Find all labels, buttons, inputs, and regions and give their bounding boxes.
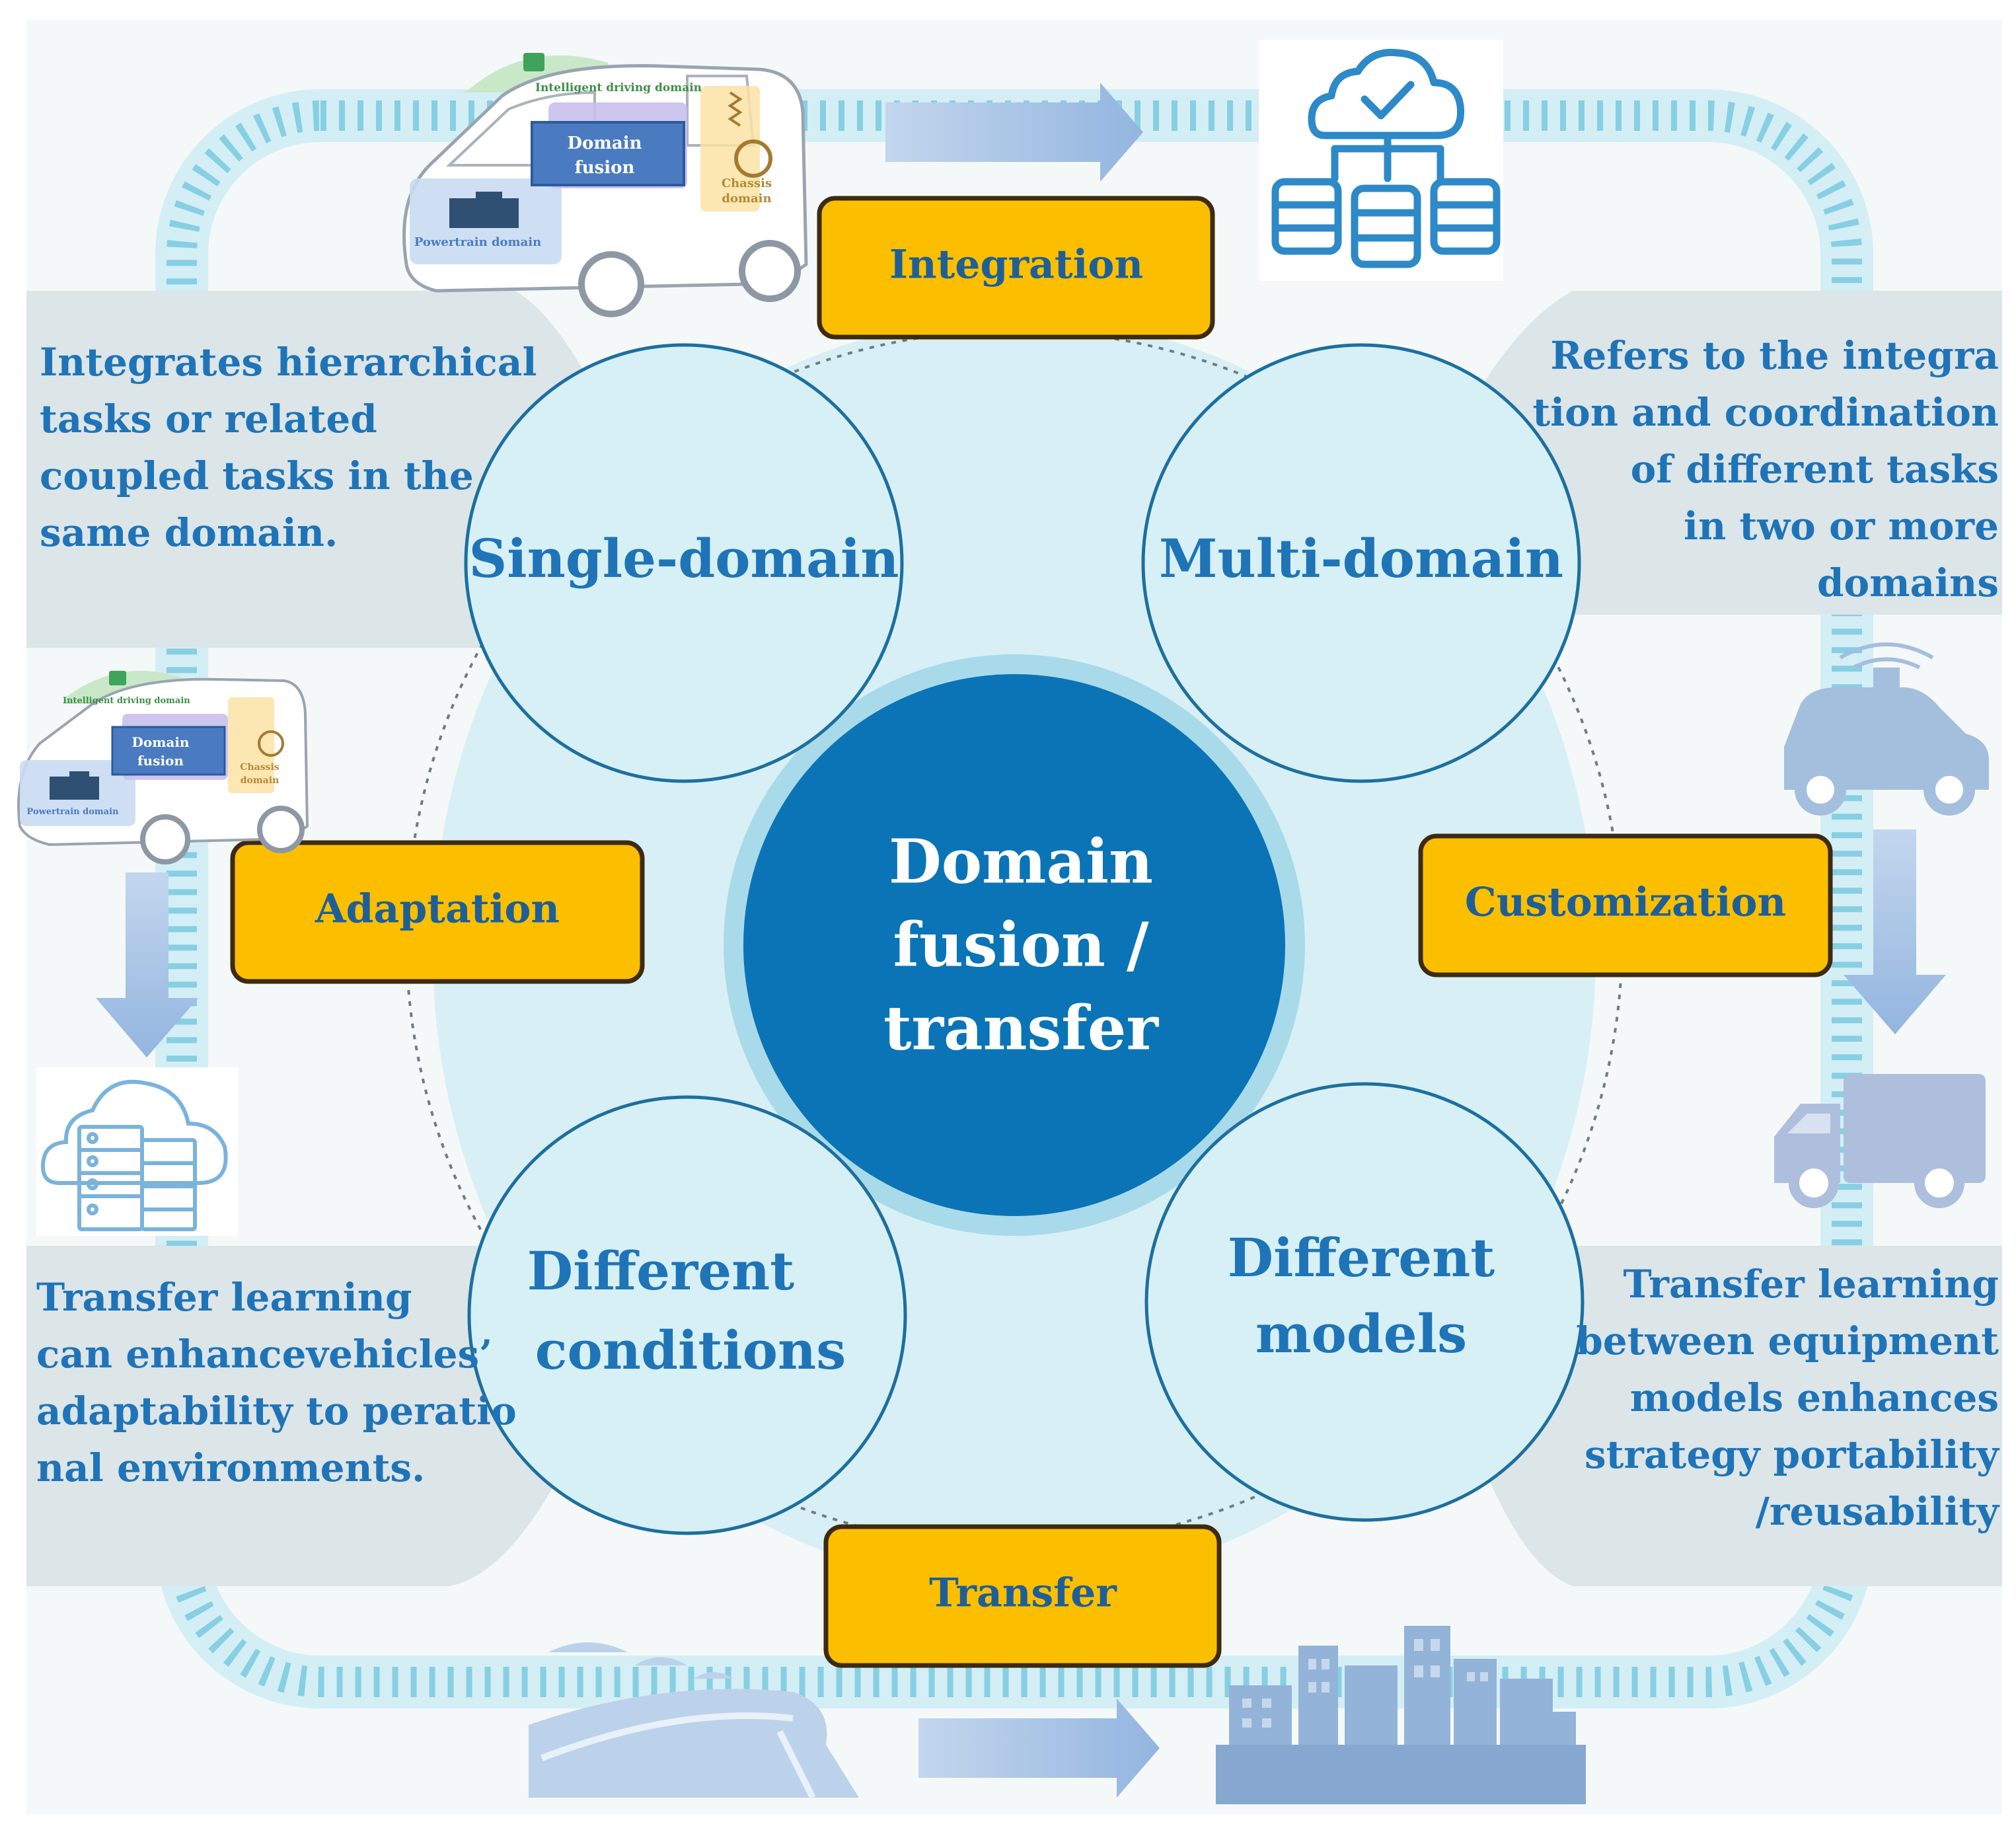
center-circle xyxy=(743,674,1285,1216)
circle-different-models xyxy=(1144,1082,1585,1522)
label-chassis-1: Chassis xyxy=(722,176,772,190)
description-different-models: Transfer learning between equipment mode… xyxy=(1576,1262,1999,1534)
tag-customization-label: Customization xyxy=(1465,880,1786,926)
arrow-down-icon xyxy=(1844,829,1946,1034)
tag-transfer-label: Transfer xyxy=(929,1570,1117,1617)
tag-adaptation-label: Adaptation xyxy=(315,886,560,933)
tag-integration: Integration xyxy=(817,196,1215,340)
different-models-label-2: models xyxy=(1255,1303,1467,1365)
label-powertrain-domain: Powertrain domain xyxy=(27,807,119,817)
tag-integration-label: Integration xyxy=(889,242,1143,288)
label-chassis-1: Chassis xyxy=(240,762,279,773)
circle-different-conditions xyxy=(467,1095,907,1535)
circle-single-domain xyxy=(464,343,904,783)
arrow-down-icon xyxy=(96,872,198,1057)
tag-customization: Customization xyxy=(1418,833,1833,977)
description-multi-domain: Refers to the integra tion and coordinat… xyxy=(1532,333,1999,605)
truck-icon xyxy=(1774,1074,1986,1208)
label-chassis-2: domain xyxy=(241,775,280,786)
city-icon xyxy=(1216,1626,1586,1804)
label-domain-fusion-1: Domain xyxy=(132,734,190,750)
multi-domain-label: Multi-domain xyxy=(1159,527,1563,590)
different-conditions-label-2: conditions xyxy=(535,1319,846,1381)
label-domain-fusion-2: fusion xyxy=(137,753,184,769)
description-different-conditions: Transfer learning can enhancevehicles’ a… xyxy=(36,1275,517,1490)
vehicle-domain-illustration: Intelligent driving domain Domain fusion… xyxy=(17,671,309,864)
circle-multi-domain xyxy=(1141,343,1581,783)
center-label-3: transfer xyxy=(883,993,1159,1064)
different-conditions-label-1: Different xyxy=(527,1240,795,1302)
description-single-domain: Integrates hierarchical tasks or related… xyxy=(40,340,537,555)
cloud-server-icon xyxy=(36,1067,238,1236)
different-models-label-1: Different xyxy=(1228,1227,1495,1289)
autonomous-car-icon xyxy=(1784,642,1989,816)
center-label-2: fusion / xyxy=(893,909,1148,981)
side-bands xyxy=(26,291,2002,1586)
label-intelligent-driving-domain: Intelligent driving domain xyxy=(63,696,190,706)
arrow-right-icon xyxy=(918,1699,1160,1798)
tag-adaptation: Adaptation xyxy=(230,840,645,984)
single-domain-label: Single-domain xyxy=(468,527,899,590)
label-chassis-2: domain xyxy=(722,192,771,206)
label-powertrain-domain: Powertrain domain xyxy=(414,235,541,249)
cloud-database-icon xyxy=(1259,40,1503,281)
highway-icon xyxy=(529,1642,859,1800)
label-intelligent-driving-domain: Intelligent driving domain xyxy=(535,81,702,95)
arrow-right-icon xyxy=(885,83,1143,182)
label-domain-fusion-2: fusion xyxy=(575,158,635,178)
label-domain-fusion-1: Domain xyxy=(567,134,642,153)
vehicle-domain-illustration: Intelligent driving domain Domain fusion… xyxy=(402,53,808,317)
center-label-1: Domain xyxy=(889,826,1153,898)
tag-transfer: Transfer xyxy=(823,1524,1222,1668)
